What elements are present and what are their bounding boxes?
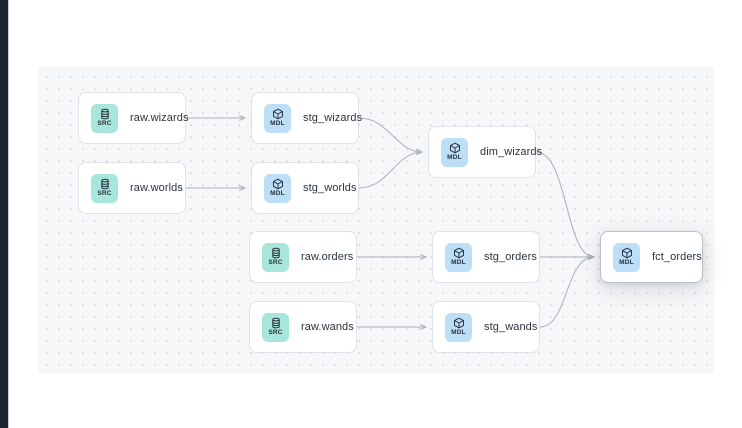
node-stg_wands[interactable]: MDL stg_wands xyxy=(432,301,540,353)
database-icon xyxy=(270,247,282,259)
left-rail xyxy=(0,0,8,428)
cube-icon xyxy=(621,247,633,259)
cube-icon xyxy=(453,317,465,329)
node-label: raw.wands xyxy=(301,321,354,333)
node-kind-tag: MDL xyxy=(447,154,462,161)
node-label: stg_worlds xyxy=(303,182,357,194)
node-label: raw.wizards xyxy=(130,112,189,124)
node-badge-fct_orders: MDL xyxy=(613,242,640,272)
cube-icon xyxy=(449,142,461,154)
node-kind-tag: SRC xyxy=(268,329,283,336)
node-raw_wands[interactable]: SRC raw.wands xyxy=(249,301,357,353)
node-kind-tag: MDL xyxy=(451,259,466,266)
node-label: stg_wands xyxy=(484,321,538,333)
node-kind-tag: SRC xyxy=(268,259,283,266)
database-icon xyxy=(270,317,282,329)
node-kind-tag: MDL xyxy=(270,190,285,197)
node-badge-raw_worlds: SRC xyxy=(91,173,118,203)
node-raw_wizards[interactable]: SRC raw.wizards xyxy=(78,92,189,144)
node-label: fct_orders xyxy=(652,251,702,263)
node-kind-tag: MDL xyxy=(619,259,634,266)
node-raw_worlds[interactable]: SRC raw.worlds xyxy=(78,162,186,214)
cube-icon xyxy=(272,178,284,190)
node-kind-tag: MDL xyxy=(451,329,466,336)
node-badge-stg_wands: MDL xyxy=(445,312,472,342)
node-label: raw.orders xyxy=(301,251,354,263)
node-kind-tag: MDL xyxy=(270,120,285,127)
node-label: dim_wizards xyxy=(480,146,543,158)
node-stg_wizards[interactable]: MDL stg_wizards xyxy=(251,92,363,144)
node-badge-stg_orders: MDL xyxy=(445,242,472,272)
node-fct_orders[interactable]: MDL fct_orders xyxy=(600,231,703,283)
left-rail-divider xyxy=(8,0,9,428)
node-badge-raw_wizards: SRC xyxy=(91,103,118,133)
cube-icon xyxy=(272,108,284,120)
database-icon xyxy=(99,108,111,120)
node-badge-stg_wizards: MDL xyxy=(264,103,291,133)
cube-icon xyxy=(453,247,465,259)
node-badge-dim_wizards: MDL xyxy=(441,137,468,167)
node-badge-raw_orders: SRC xyxy=(262,242,289,272)
node-label: stg_wizards xyxy=(303,112,363,124)
node-kind-tag: SRC xyxy=(97,120,112,127)
node-badge-raw_wands: SRC xyxy=(262,312,289,342)
node-badge-stg_worlds: MDL xyxy=(264,173,291,203)
node-kind-tag: SRC xyxy=(97,190,112,197)
node-stg_worlds[interactable]: MDL stg_worlds xyxy=(251,162,359,214)
node-stg_orders[interactable]: MDL stg_orders xyxy=(432,231,540,283)
database-icon xyxy=(99,178,111,190)
node-dim_wizards[interactable]: MDL dim_wizards xyxy=(428,126,542,178)
node-raw_orders[interactable]: SRC raw.orders xyxy=(249,231,357,283)
node-label: raw.worlds xyxy=(130,182,183,194)
node-label: stg_orders xyxy=(484,251,537,263)
